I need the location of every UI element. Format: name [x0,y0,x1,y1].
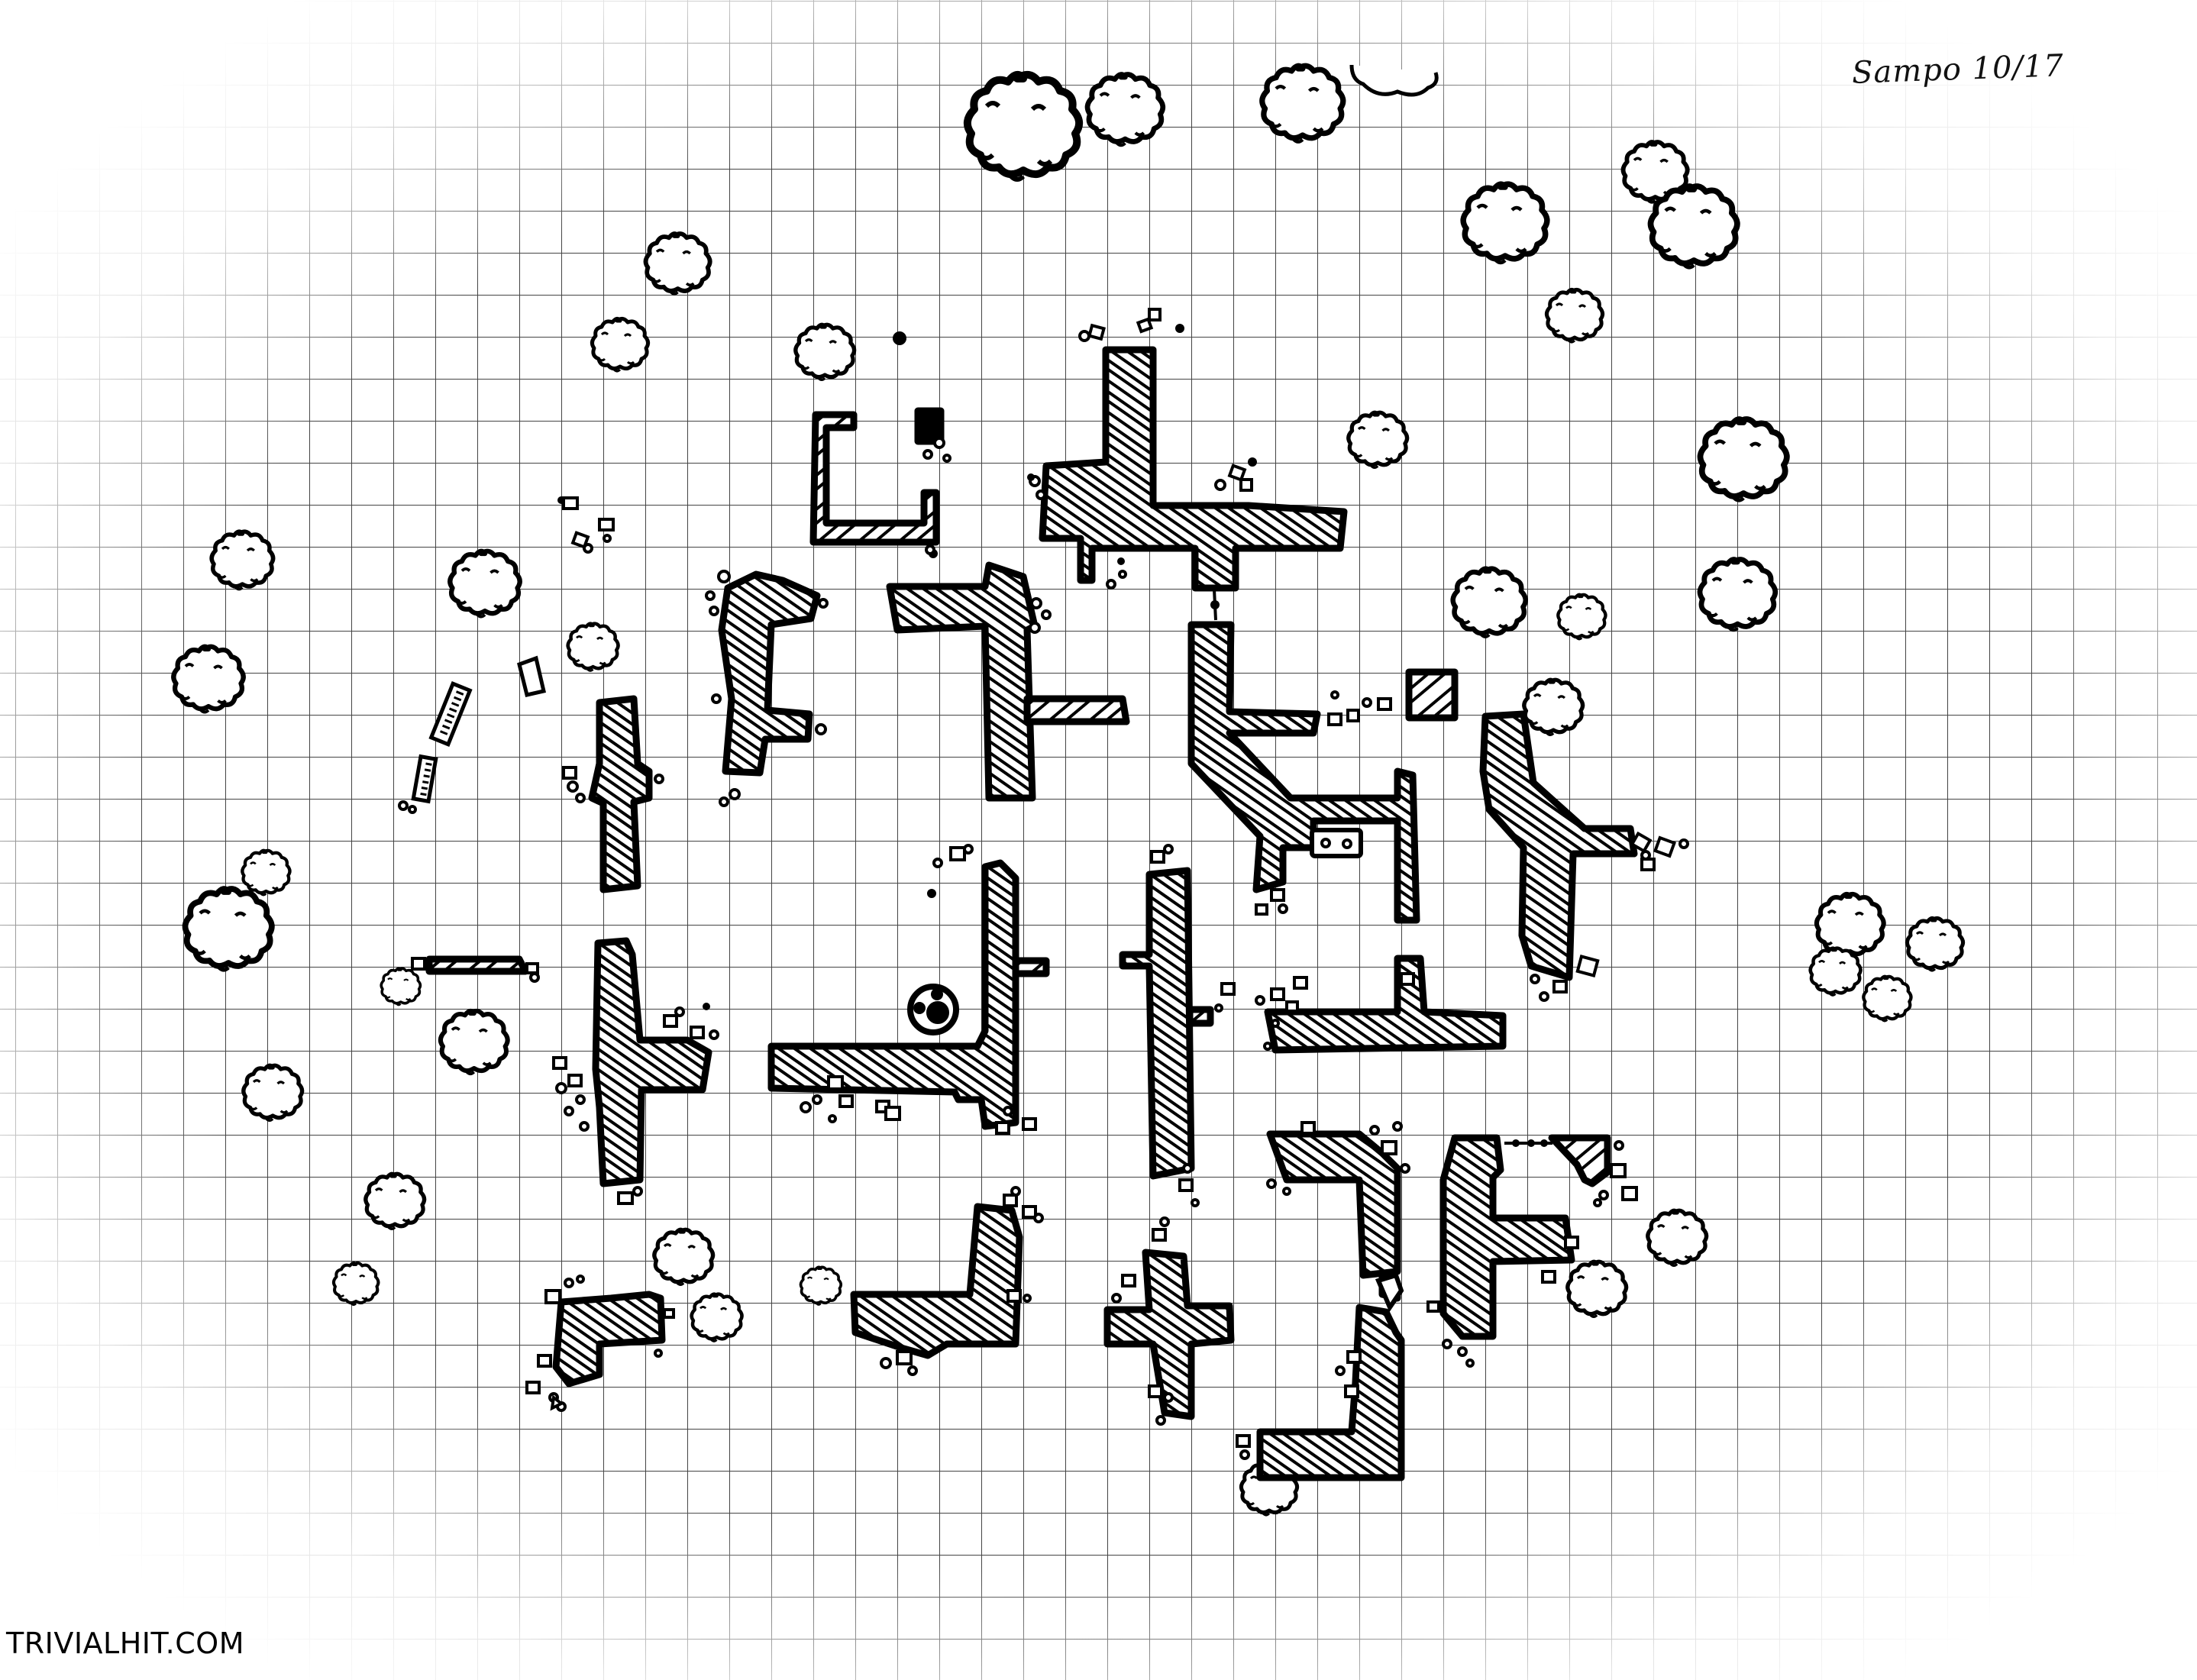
tree-icon [1262,66,1343,141]
tree-icon [441,1011,508,1074]
wall-ruin [1256,1304,1405,1481]
wall-ruin [809,411,940,546]
trees [173,65,1963,1515]
pillar [914,407,945,445]
tree-icon [1701,419,1787,500]
tree-icon [1558,595,1605,639]
broken-column-icon [517,655,547,697]
tree-icon [646,234,710,294]
tree-icon [1546,289,1602,342]
ladder-icon [411,754,438,804]
wall-ruin [1186,1006,1214,1027]
wall-ruin [767,859,1019,1130]
tree-icon [1453,569,1526,637]
wall-ruin [1264,955,1507,1054]
tree-icon [1463,184,1547,263]
wall-ruin [592,937,712,1187]
tree-icon [1648,1210,1707,1265]
walls [425,346,1638,1481]
artist-signature: Sampo 10/17 [1851,48,2065,91]
tree-icon [1700,560,1775,631]
bench-icon [1310,828,1363,858]
tree-icon [568,624,619,671]
wall-ruin [552,1291,666,1388]
tree-icon [450,551,519,617]
skull-icon [907,984,959,1035]
tree-icon [799,1265,843,1307]
wall-ruin [1548,1134,1611,1187]
tree-icon [334,1263,379,1305]
wall-ruin [1012,957,1050,977]
tree-icon [212,531,273,589]
tree-icon [173,647,243,712]
wall-ruin [850,1203,1023,1359]
tree-icon [242,851,289,895]
tree-icon [380,967,422,1006]
wall-ruin [1479,710,1638,981]
tree-icon [1863,977,1911,1021]
wall-ruin [1103,1249,1235,1420]
rock-icon [1375,1272,1404,1313]
wall-block [1405,668,1459,722]
wall-ruin [588,695,653,893]
tree-icon [186,889,272,970]
tree-icon [1087,75,1163,146]
wall-ruin [1187,621,1420,924]
wall-ruin [1039,346,1348,592]
tree-icon [968,75,1079,179]
wall-ruin [1439,1134,1575,1340]
tree-icon [366,1174,425,1229]
tree-icon [1568,1262,1627,1317]
ladder-icon [428,681,473,747]
wall-ruin [425,955,529,975]
wall-ruin [1119,867,1195,1180]
wall-ruin [718,570,821,777]
site-watermark: TRIVIALHIT.COM [6,1627,244,1660]
wall-ruin [1266,1130,1401,1279]
tree-icon [1524,680,1583,735]
tree-icon [1817,894,1884,957]
tree-icon [1811,948,1861,996]
tree-icon [654,1229,713,1284]
rubble [398,308,1689,1460]
tree-icon [244,1065,302,1120]
tree-icon [592,318,648,371]
tree-icon [796,325,855,380]
tree-icon [692,1294,742,1342]
wall-ruin [886,561,1039,802]
tree-icon [1907,918,1963,971]
wall-ruin [1023,695,1130,725]
tree-icon [1651,186,1737,267]
tree-icon [1349,412,1407,467]
features [411,589,1552,1313]
bush-icon [1349,64,1439,97]
